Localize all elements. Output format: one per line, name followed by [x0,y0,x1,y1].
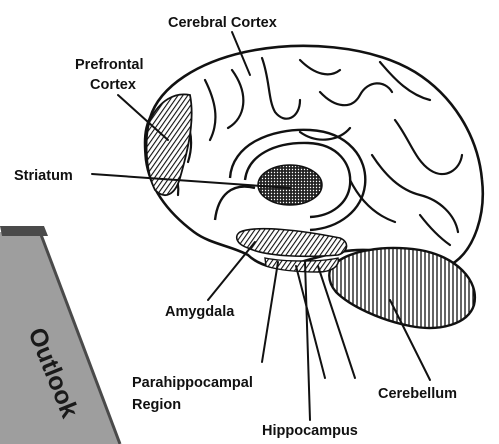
label-prefrontal-line1: Prefrontal [75,57,144,73]
label-cerebral-cortex: Cerebral Cortex [168,15,277,31]
label-striatum: Striatum [14,168,73,184]
parahippocampal-band [237,229,347,272]
leader-lines [92,32,430,420]
label-amygdala: Amygdala [165,304,235,320]
striatum-shape [258,165,322,205]
label-hippocampus: Hippocampus [262,423,358,439]
label-parahippocampal-line1: Parahippocampal [132,375,253,391]
outlook-ribbon: Outlook [0,226,120,444]
label-parahippocampal-line2: Region [132,397,181,413]
label-cerebellum: Cerebellum [378,386,457,402]
label-prefrontal-line2: Cortex [90,77,136,93]
cerebellum [329,248,475,328]
